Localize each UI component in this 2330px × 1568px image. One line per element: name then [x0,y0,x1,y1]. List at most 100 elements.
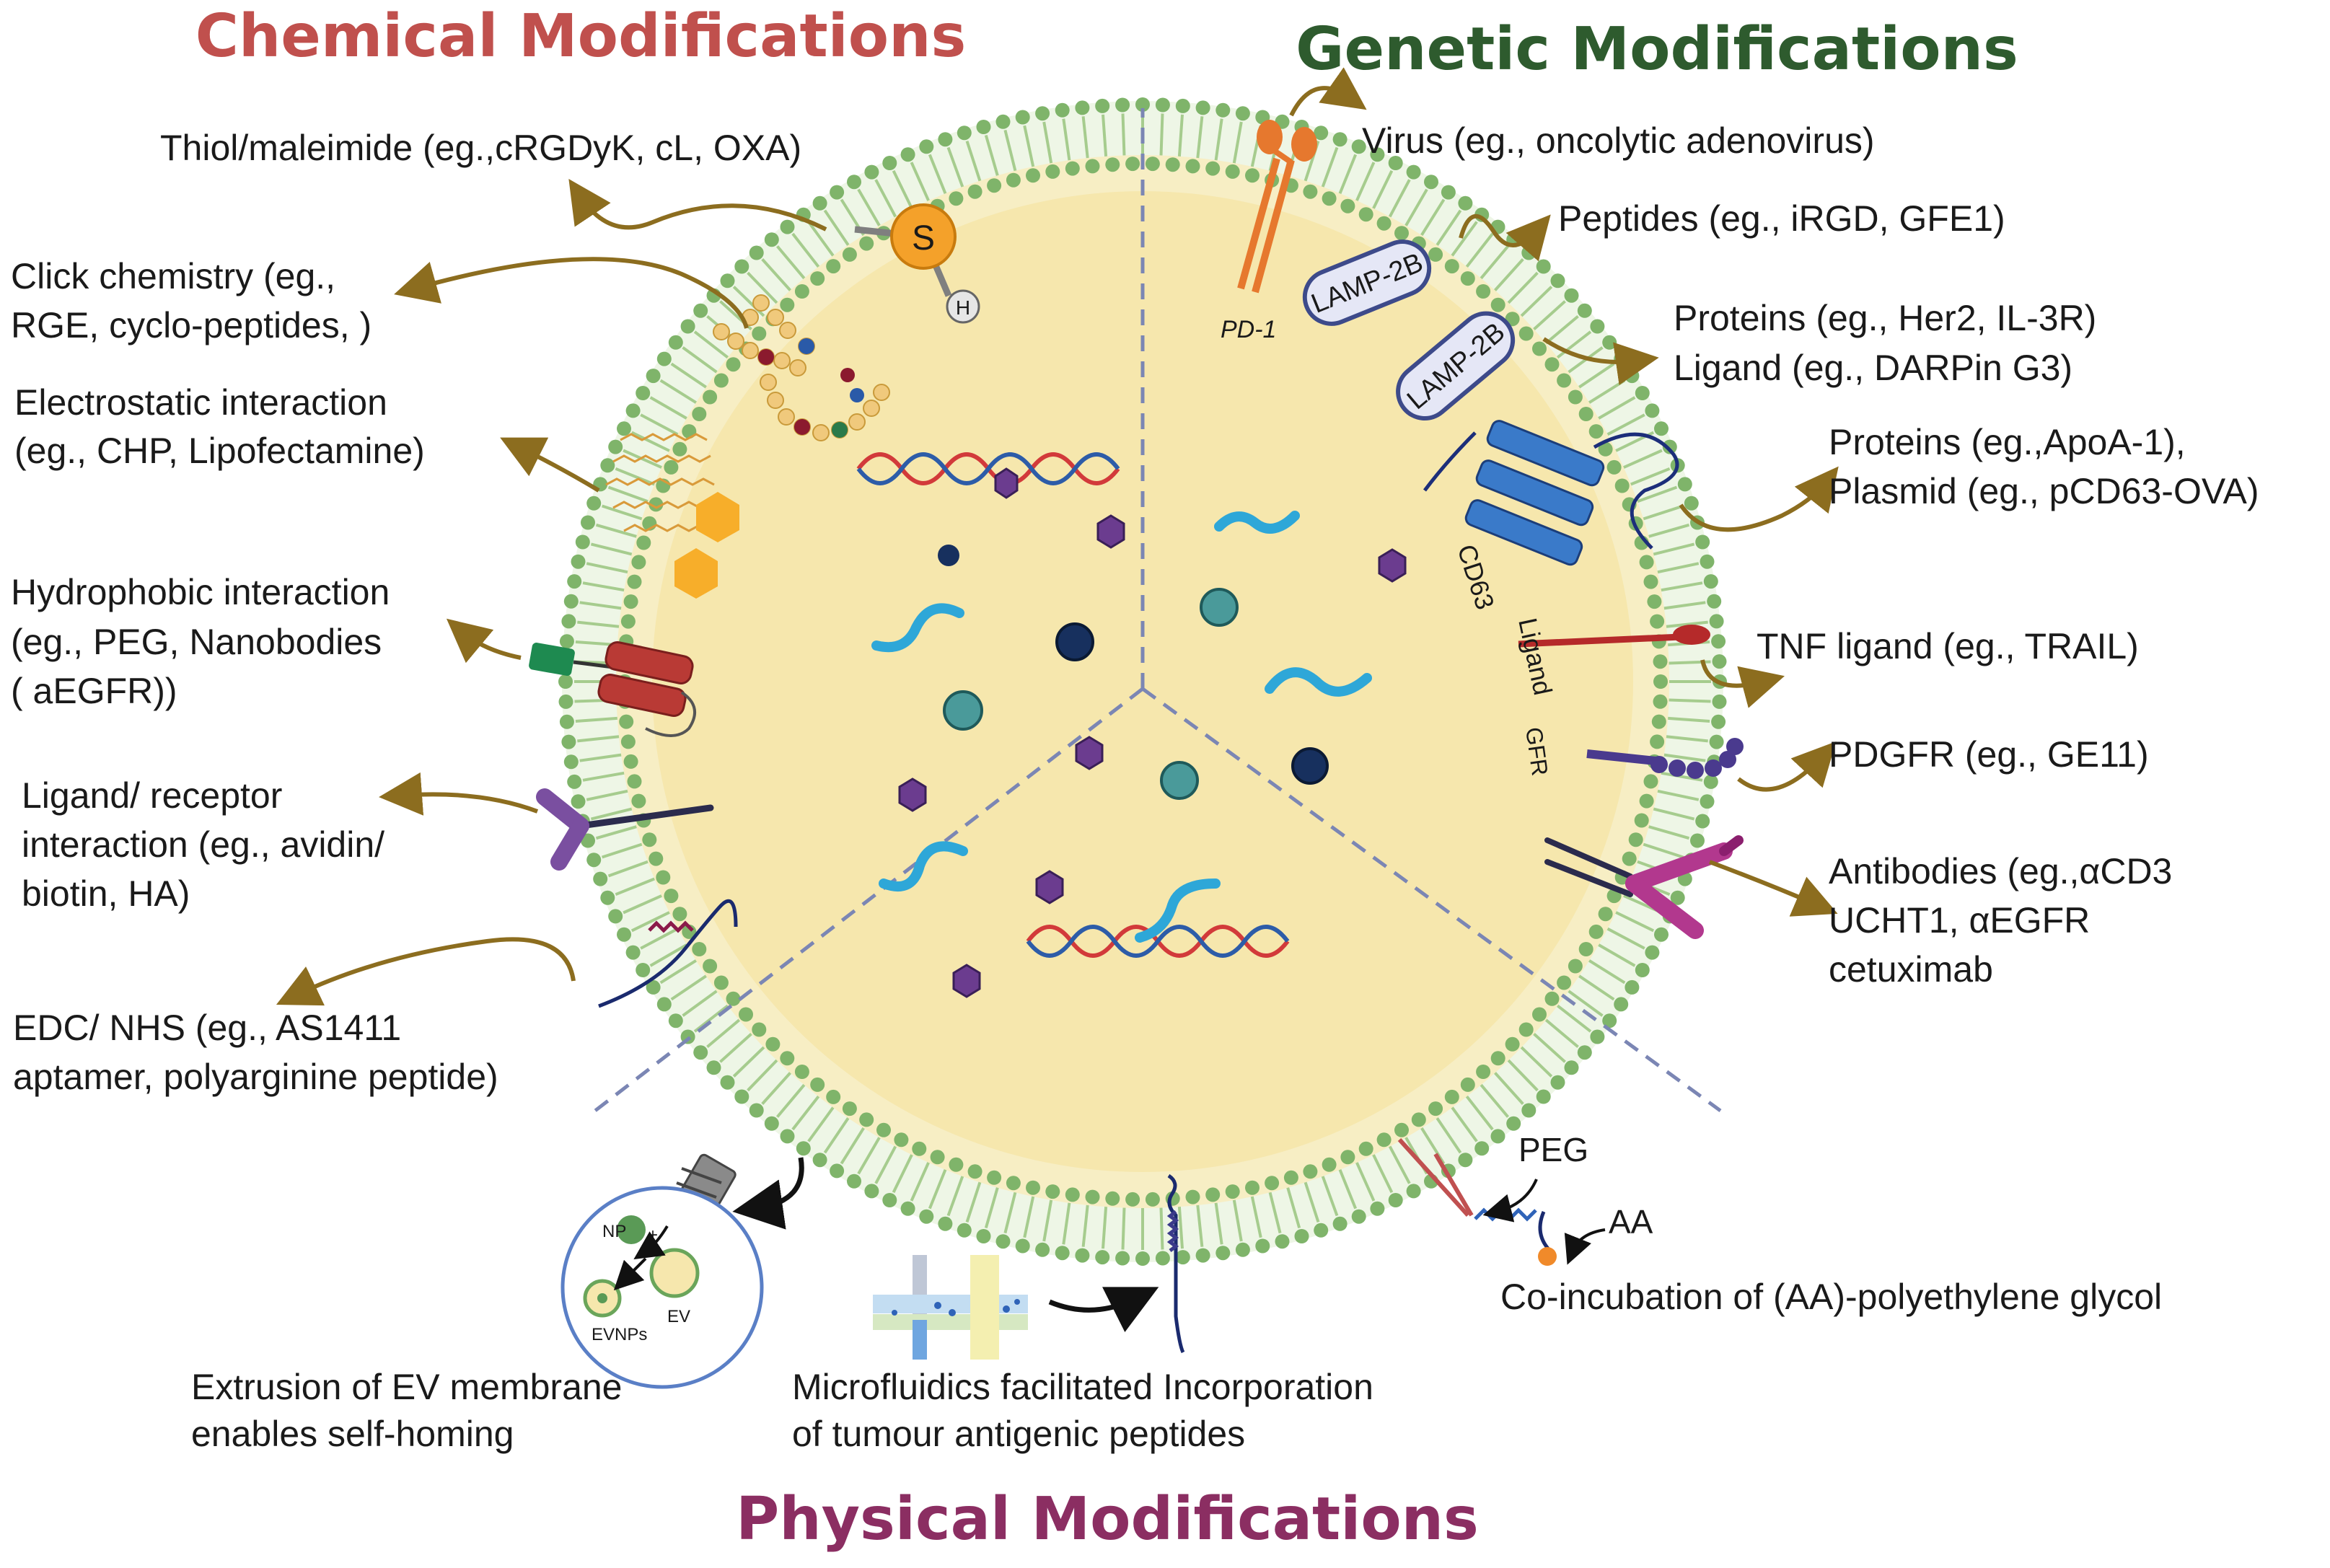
cd63-tetraspanin: CD63 [1423,420,1679,613]
lipid-head [1650,614,1665,629]
lumen-cargo [856,452,1407,998]
lipid-head [1185,1189,1200,1204]
hexagon-icon [1378,548,1407,583]
lipid-head [1035,106,1050,121]
lipid-tail [1578,974,1615,1001]
lipid-tail [586,789,628,801]
sphere-icon [1160,761,1199,800]
lipid-head [780,297,795,312]
lipid-tail [1661,771,1703,782]
lipid-tail [1556,1004,1592,1033]
lipid-head [706,1060,721,1075]
hexagon-icon [1075,736,1104,770]
lipid-head [864,1184,879,1199]
lipid-head [620,614,636,629]
lipid-head [1215,1246,1231,1261]
lipid-head [734,1089,749,1104]
lipid-head [1245,1180,1259,1195]
lipid-head [1521,1103,1537,1118]
hydrogen-label: H [956,296,970,319]
lipid-head [1035,1242,1050,1257]
lipid-head [627,574,642,589]
lipid-head [581,515,595,530]
lipid-tail [1003,129,1017,172]
lipid-tail [1663,753,1706,762]
lipid-head [1351,1209,1366,1224]
hydrophobic-anchor [529,641,696,737]
lipid-head [1145,1192,1160,1207]
lipid-head [830,1163,845,1179]
lipid-head [1205,1187,1221,1202]
lipid-tail [1533,1033,1566,1063]
lipid-tail [965,140,982,182]
lipid-head [1351,139,1366,154]
lipid-head [1695,534,1710,550]
lipid-tail [1121,113,1126,156]
lipid-head [623,754,638,769]
lipid-head [847,1173,861,1189]
lipid-head [600,890,615,905]
lipid-head [1588,924,1604,939]
lipid-head [1322,191,1337,206]
lipid-head [1245,168,1259,183]
lipid-head [739,1007,753,1022]
lipid-head [1411,1112,1426,1127]
lipid-head [1388,1193,1403,1207]
lipid-head [1332,132,1348,147]
lipid-head [631,555,646,570]
lipid-head [1045,164,1060,179]
lipid-tail [1159,1207,1164,1250]
lipid-tail [1465,1095,1494,1131]
lipid-head [636,963,651,977]
lipid-tail [1643,842,1684,859]
lipid-head [810,271,825,286]
lipid-tail [910,162,930,201]
lipid-tail [1003,1192,1017,1234]
lipid-tail [1355,1162,1376,1202]
lipid-head [1606,459,1622,475]
lipid-tail [579,601,622,610]
lipid-head [1476,1065,1491,1079]
lipid-tail [1372,1154,1394,1194]
hexagon-icon [994,467,1019,499]
lipid-tail [630,431,670,452]
lipid-head [668,335,683,350]
lipid-head [957,1223,972,1238]
lipid-head [1578,942,1593,956]
lipid-head [620,734,636,749]
lipid-tail [1623,449,1663,469]
lipid-head [1235,1242,1250,1257]
lipid-tail [1669,698,1711,703]
lipid-head [930,1150,945,1165]
lipid-tail [1494,1072,1524,1105]
lipid-head [1568,389,1583,405]
lipid-tail [1232,121,1243,164]
lipid-tail [590,542,633,556]
lipid-tail [791,232,820,268]
lipid-head [656,870,671,885]
lipid-tail [1653,807,1695,821]
lipid-head [796,1141,811,1156]
lipid-head [575,534,590,550]
lipid-head [1532,1007,1547,1022]
lipid-tail [732,1046,765,1078]
lipid-tail [1648,523,1690,538]
evnps-label: EVNPs [592,1325,647,1344]
lipid-head [847,175,861,190]
label-edc-1: EDC/ NHS (eg., AS1411 [13,1008,401,1048]
lipid-head [625,945,641,960]
lipid-head [919,139,934,154]
lipid-tail [670,362,707,389]
lipid-head [752,326,767,341]
lipid-head [1639,793,1654,809]
arrow-peptides [1459,214,1551,262]
arrow-pdgfr [1737,741,1837,792]
lipid-tail [719,1033,752,1063]
lipid-tail [1507,271,1539,304]
ev-label: EV [667,1307,690,1326]
lipid-head [571,554,586,569]
lipid-head [1602,335,1617,350]
lipid-tail [623,894,662,915]
dna-strand-icon [856,452,1120,485]
lipid-head [1125,1192,1140,1207]
